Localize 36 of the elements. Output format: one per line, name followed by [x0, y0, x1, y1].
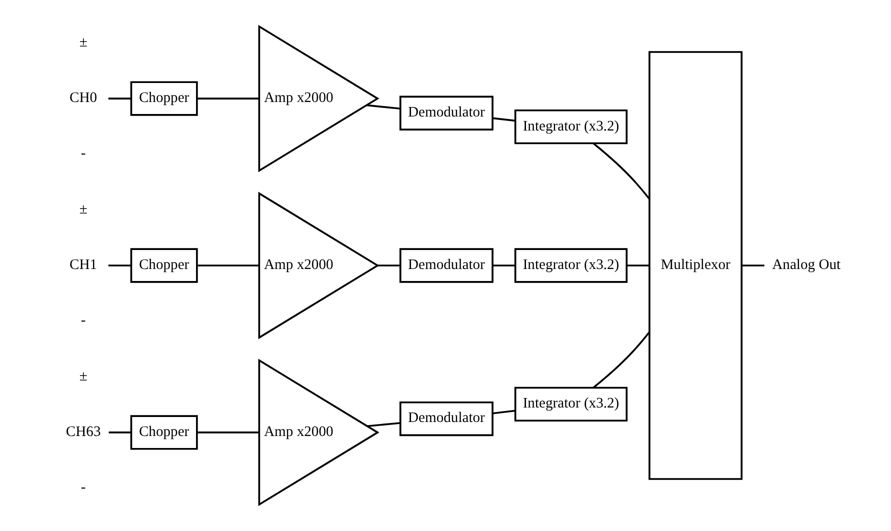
- connector: [492, 117, 515, 122]
- label: ±: [78, 368, 87, 384]
- node-box: Demodulator: [398, 248, 493, 283]
- node-box: Chopper: [130, 81, 198, 116]
- connector: [196, 264, 259, 266]
- connector: [366, 422, 400, 428]
- label: -: [80, 480, 86, 496]
- node-box: Multiplexor: [648, 51, 742, 480]
- connector: [108, 98, 131, 100]
- connector: [108, 264, 131, 266]
- node-text: Analog Out: [772, 256, 840, 273]
- connector: [626, 264, 649, 266]
- node-box: Chopper: [130, 248, 198, 283]
- node-box: Demodulator: [398, 401, 493, 436]
- connector: [196, 432, 259, 434]
- label: ±: [78, 201, 87, 218]
- connector: [592, 331, 650, 388]
- node-box: Integrator (x3.2): [514, 109, 628, 144]
- node-text: CH63: [65, 424, 100, 440]
- label: -: [80, 146, 86, 162]
- label: -: [80, 312, 86, 329]
- connector: [196, 98, 259, 100]
- node-box: Chopper: [130, 415, 198, 450]
- node-box: Demodulator: [398, 96, 493, 130]
- connector: [592, 142, 650, 200]
- connector: [492, 264, 514, 266]
- connector: [108, 432, 131, 434]
- node-text: CH1: [69, 256, 97, 273]
- connector: [366, 104, 400, 110]
- connector: [492, 410, 515, 414]
- connector: [741, 264, 764, 266]
- node-box: Integrator (x3.2): [514, 248, 628, 283]
- node-box: Integrator (x3.2): [514, 386, 628, 422]
- node-text: CH0: [69, 90, 97, 106]
- connector: [377, 264, 400, 266]
- label: ±: [78, 34, 87, 50]
